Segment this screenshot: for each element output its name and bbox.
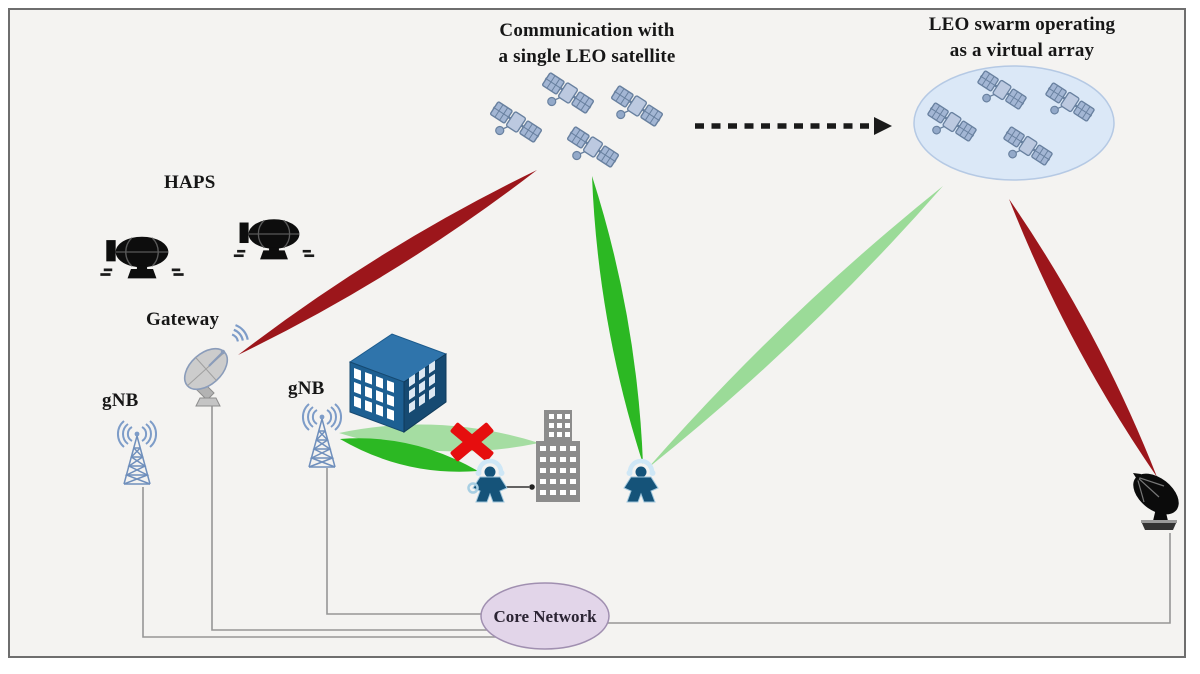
beam-gnb-to-user (340, 438, 478, 472)
gateway-dish-icon (176, 339, 236, 407)
swarm-title: LEO swarm operating as a virtual array (929, 12, 1115, 64)
signal-arcs-icon (231, 324, 249, 343)
wire-gnb-left-to-core (142, 487, 497, 638)
satellite-icon (558, 123, 622, 180)
haps-blimp-icon (98, 235, 186, 280)
wire-gnb-right-to-core (326, 468, 482, 615)
haps-label: HAPS (164, 172, 216, 193)
building-blue-icon (348, 333, 448, 433)
beam-leo-to-user (592, 176, 643, 464)
wire-gateway-to-core (211, 402, 488, 631)
user-icon (624, 461, 658, 502)
blocked-x-icon (450, 422, 494, 462)
swarm-title-line2: as a virtual array (949, 40, 1095, 61)
swarm-title-line1: LEO swarm operating (928, 14, 1116, 35)
beam-gateway-to-leo (238, 170, 537, 355)
core-network-ellipse (480, 582, 610, 650)
single-leo-title: Communication with a single LEO satellit… (499, 18, 676, 70)
user-icon (467, 461, 508, 502)
gateway-label: Gateway (146, 309, 220, 330)
gnb-tower-icon (301, 403, 343, 468)
user-to-building-arrow (506, 484, 535, 490)
single-leo-title-line2: a single LEO satellite (498, 46, 676, 67)
dashed-arrow-icon (695, 117, 892, 135)
beam-swarm-to-ground-dish (1009, 199, 1157, 477)
gnb-right-label: gNB (288, 378, 325, 399)
beam-user-to-swarm (648, 186, 943, 468)
satellite-icon (533, 69, 597, 126)
building-gray-icon (536, 410, 580, 502)
gnb-left-label: gNB (102, 390, 139, 411)
satellite-icon (481, 98, 545, 155)
wire-ground-dish-to-core (608, 533, 1171, 624)
satellite-icon (602, 82, 666, 139)
gnb-tower-icon (116, 420, 158, 485)
core-network-label: Core Network (493, 607, 597, 626)
single-leo-title-line1: Communication with (499, 20, 675, 41)
haps-blimp-icon (232, 217, 316, 261)
